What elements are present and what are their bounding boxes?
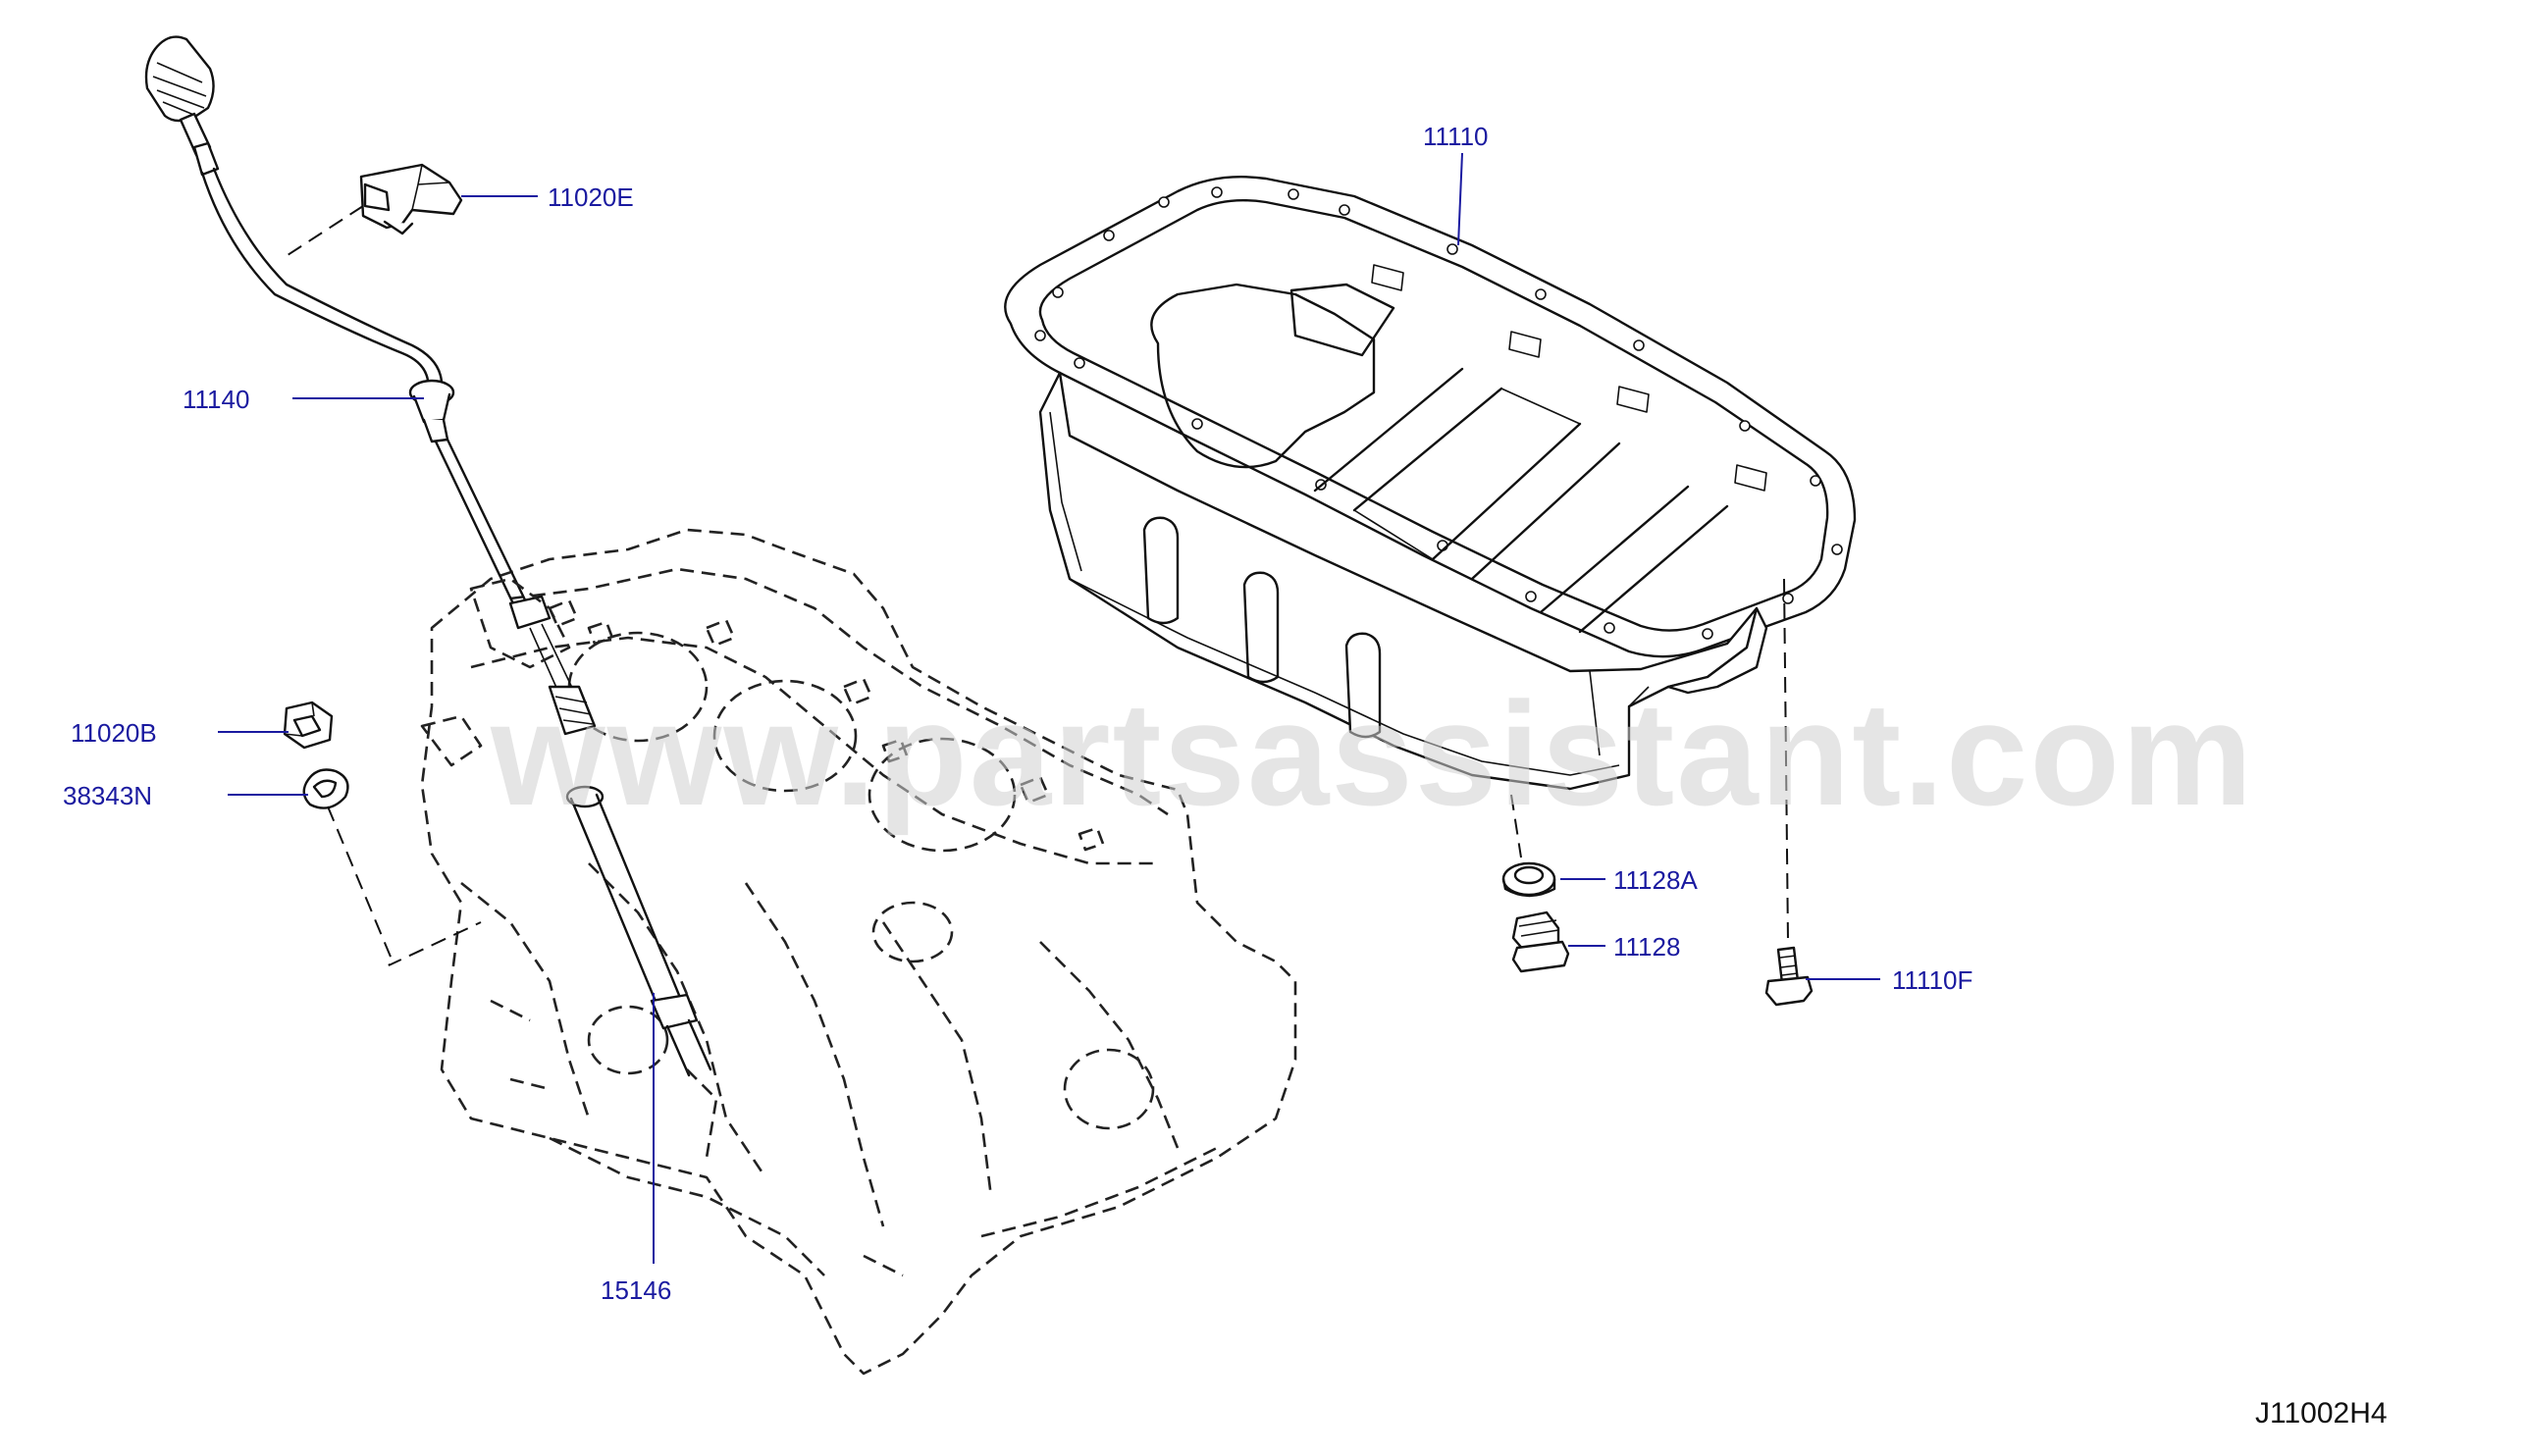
bolt-icon	[283, 701, 334, 750]
washer-icon	[302, 768, 482, 966]
oil-pan-icon	[1004, 176, 1857, 791]
part-label-15146[interactable]: 15146	[601, 1275, 671, 1305]
part-label-11128a[interactable]: 11128A	[1613, 865, 1698, 895]
part-label-11128[interactable]: 11128	[1613, 932, 1680, 962]
pan-bolt-icon	[1764, 578, 1814, 1007]
part-label-11110[interactable]: 11110	[1423, 122, 1489, 151]
part-label-38343n[interactable]: 38343N	[63, 781, 152, 810]
drain-plug-icon	[1511, 910, 1570, 973]
dipstick-lower-icon	[565, 785, 718, 1159]
dipstick-guide-icon	[144, 35, 597, 767]
part-label-11110f[interactable]: 11110F	[1892, 965, 1972, 995]
drain-washer-icon	[1501, 794, 1556, 898]
leader-lines	[218, 152, 1880, 1264]
part-label-11020b[interactable]: 11020B	[71, 718, 157, 748]
clip-icon	[284, 163, 463, 258]
part-label-11140[interactable]: 11140	[183, 385, 249, 414]
watermark: www.partsassistant.com	[490, 671, 2254, 836]
diagram-code: J11002H4	[2255, 1397, 2388, 1430]
part-label-11020e[interactable]: 11020E	[548, 182, 634, 212]
engine-block-icon	[420, 528, 1297, 1376]
